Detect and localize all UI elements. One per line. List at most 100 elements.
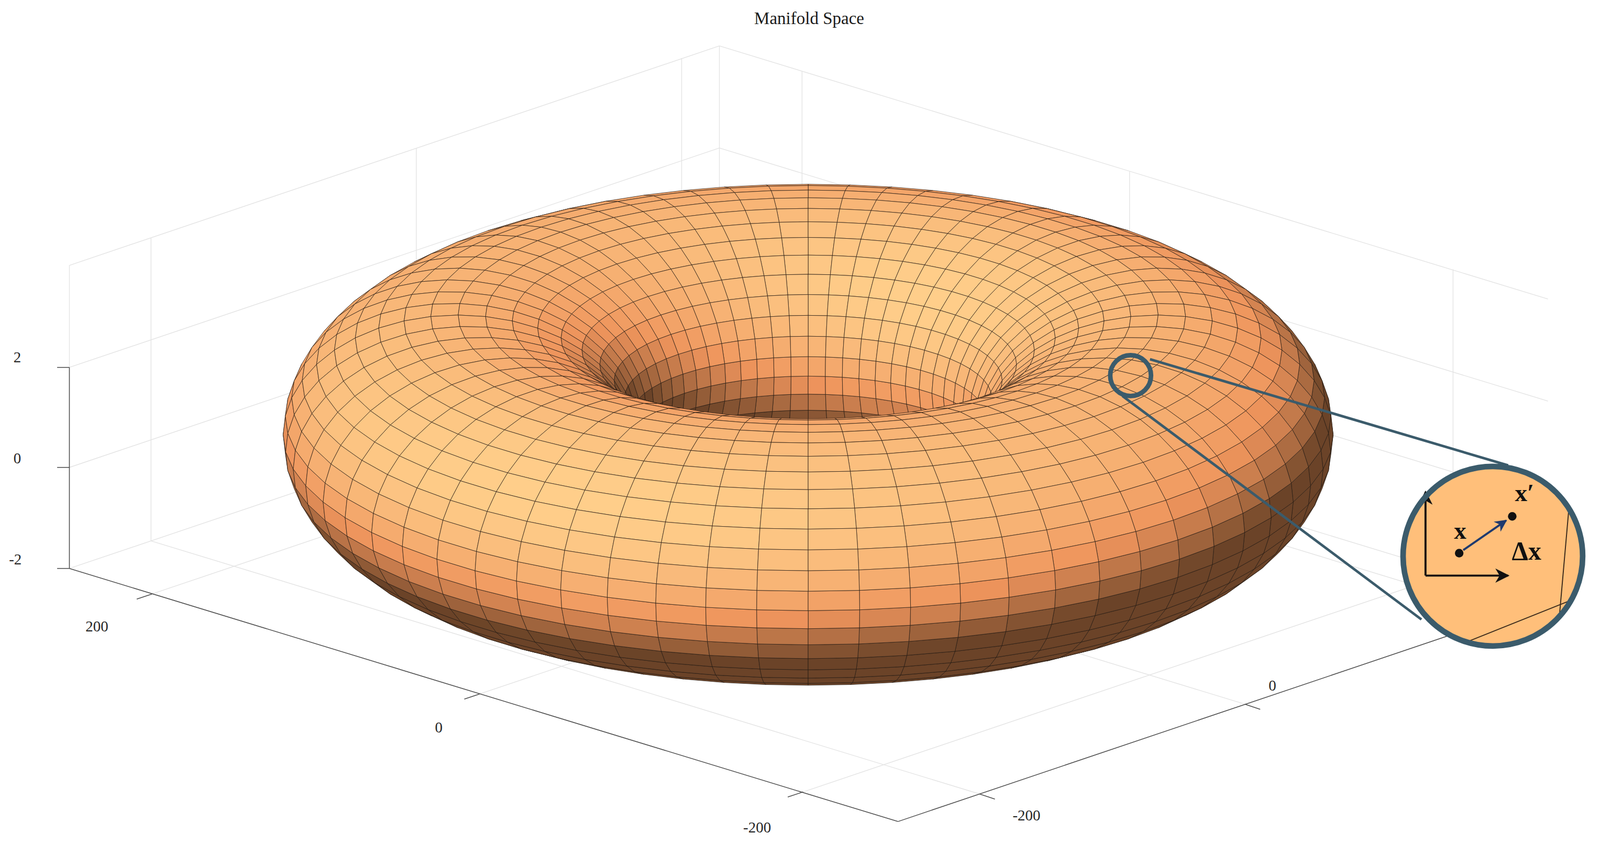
surface-patch xyxy=(757,549,809,571)
surface-patch xyxy=(857,546,910,571)
surface-patch xyxy=(431,303,460,317)
surface-patch xyxy=(707,641,759,658)
surface-patch xyxy=(724,361,742,384)
surface-patch xyxy=(721,340,741,364)
surface-patch xyxy=(768,185,809,191)
surface-patch xyxy=(707,546,759,571)
surface-patch xyxy=(808,222,837,239)
point-label: x′ xyxy=(1514,480,1535,506)
surface-patch xyxy=(908,563,960,589)
surface-patch xyxy=(808,508,857,529)
surface-patch xyxy=(709,363,726,387)
surface-patch xyxy=(1165,488,1208,521)
surface-patch xyxy=(825,376,843,396)
grid-line xyxy=(719,248,1549,502)
surface-patch xyxy=(517,542,565,571)
surface-patch xyxy=(808,657,858,670)
surface-patch xyxy=(755,237,785,257)
surface-patch xyxy=(842,429,882,443)
surface-patch xyxy=(459,326,492,339)
axis-tick-label: 200 xyxy=(85,619,109,635)
surface-patch xyxy=(740,378,758,399)
surface-patch xyxy=(832,237,862,257)
surface-patch xyxy=(858,567,911,591)
surface-patch xyxy=(432,291,466,304)
surface-patch xyxy=(774,197,809,209)
surface-patch xyxy=(808,185,848,191)
surface-patch xyxy=(808,274,831,295)
axis-grid xyxy=(69,46,1548,795)
surface-patch xyxy=(772,336,791,359)
surface-patch xyxy=(756,590,809,612)
leader-line xyxy=(1150,359,1509,466)
surface-patch xyxy=(734,429,775,443)
surface-patch xyxy=(854,505,904,529)
surface-patch xyxy=(770,432,809,444)
displacement-arrow xyxy=(1463,520,1507,551)
grid-line xyxy=(151,374,802,594)
surface-patch xyxy=(859,338,879,362)
surface-patch xyxy=(763,471,809,490)
surface-patch xyxy=(768,442,809,457)
surface-patch xyxy=(859,396,879,416)
surface-patch xyxy=(858,378,876,399)
grid-line xyxy=(69,349,720,569)
tangent-axis xyxy=(1424,492,1427,577)
grid-line xyxy=(69,248,720,468)
surface-patch xyxy=(776,419,809,425)
surface-patch xyxy=(756,570,809,592)
surface-patch xyxy=(842,377,860,397)
surface-patch xyxy=(1129,500,1174,533)
surface-patch xyxy=(836,208,871,224)
zoom-callout xyxy=(1110,355,1593,654)
surface-patch xyxy=(808,442,848,457)
surface-patch xyxy=(790,376,809,395)
surface-patch xyxy=(752,316,773,340)
surface-patch xyxy=(825,357,843,378)
leader-line xyxy=(1122,395,1422,620)
point-label: x xyxy=(1453,518,1467,544)
z-axis xyxy=(69,367,71,569)
surface-patch xyxy=(830,255,857,277)
surface-patch xyxy=(770,315,791,338)
surface-patch xyxy=(808,336,826,358)
mesh-line xyxy=(1479,459,1592,489)
surface-patch xyxy=(828,274,853,297)
grid-line xyxy=(69,265,70,368)
surface-patch xyxy=(740,198,777,211)
surface-patch xyxy=(745,208,780,224)
axis-tick-label: -2 xyxy=(8,551,22,567)
surface-patch xyxy=(1156,303,1186,317)
surface-patch xyxy=(409,488,451,521)
surface-patch xyxy=(808,255,833,275)
surface-patch xyxy=(764,274,788,297)
surface-patch xyxy=(1129,315,1158,328)
surface-patch xyxy=(826,294,849,317)
surface-patch xyxy=(715,487,765,509)
surface-patch xyxy=(781,237,809,256)
surface-patch xyxy=(842,357,860,379)
surface-patch xyxy=(756,610,809,630)
tick-mark xyxy=(979,793,995,800)
surface-patch xyxy=(808,432,846,444)
surface-patch xyxy=(750,222,782,239)
surface-patch xyxy=(825,336,844,359)
surface-patch xyxy=(857,641,910,658)
surface-patch xyxy=(1124,326,1157,339)
surface-patch xyxy=(789,315,809,337)
grid-line xyxy=(719,46,1549,300)
surface-patch xyxy=(1129,303,1158,317)
surface-patch xyxy=(774,424,809,433)
surface-patch xyxy=(859,588,911,611)
surface-patch xyxy=(858,625,911,645)
surface-patch xyxy=(808,356,826,377)
surface-patch xyxy=(705,607,758,628)
surface-patch xyxy=(858,359,876,381)
surface-patch xyxy=(852,487,901,509)
displacement-label: Δx xyxy=(1512,537,1542,565)
surface-patch xyxy=(859,607,911,628)
surface-patch xyxy=(705,567,758,591)
surface-patch xyxy=(957,557,1009,584)
surface-patch xyxy=(561,550,611,579)
